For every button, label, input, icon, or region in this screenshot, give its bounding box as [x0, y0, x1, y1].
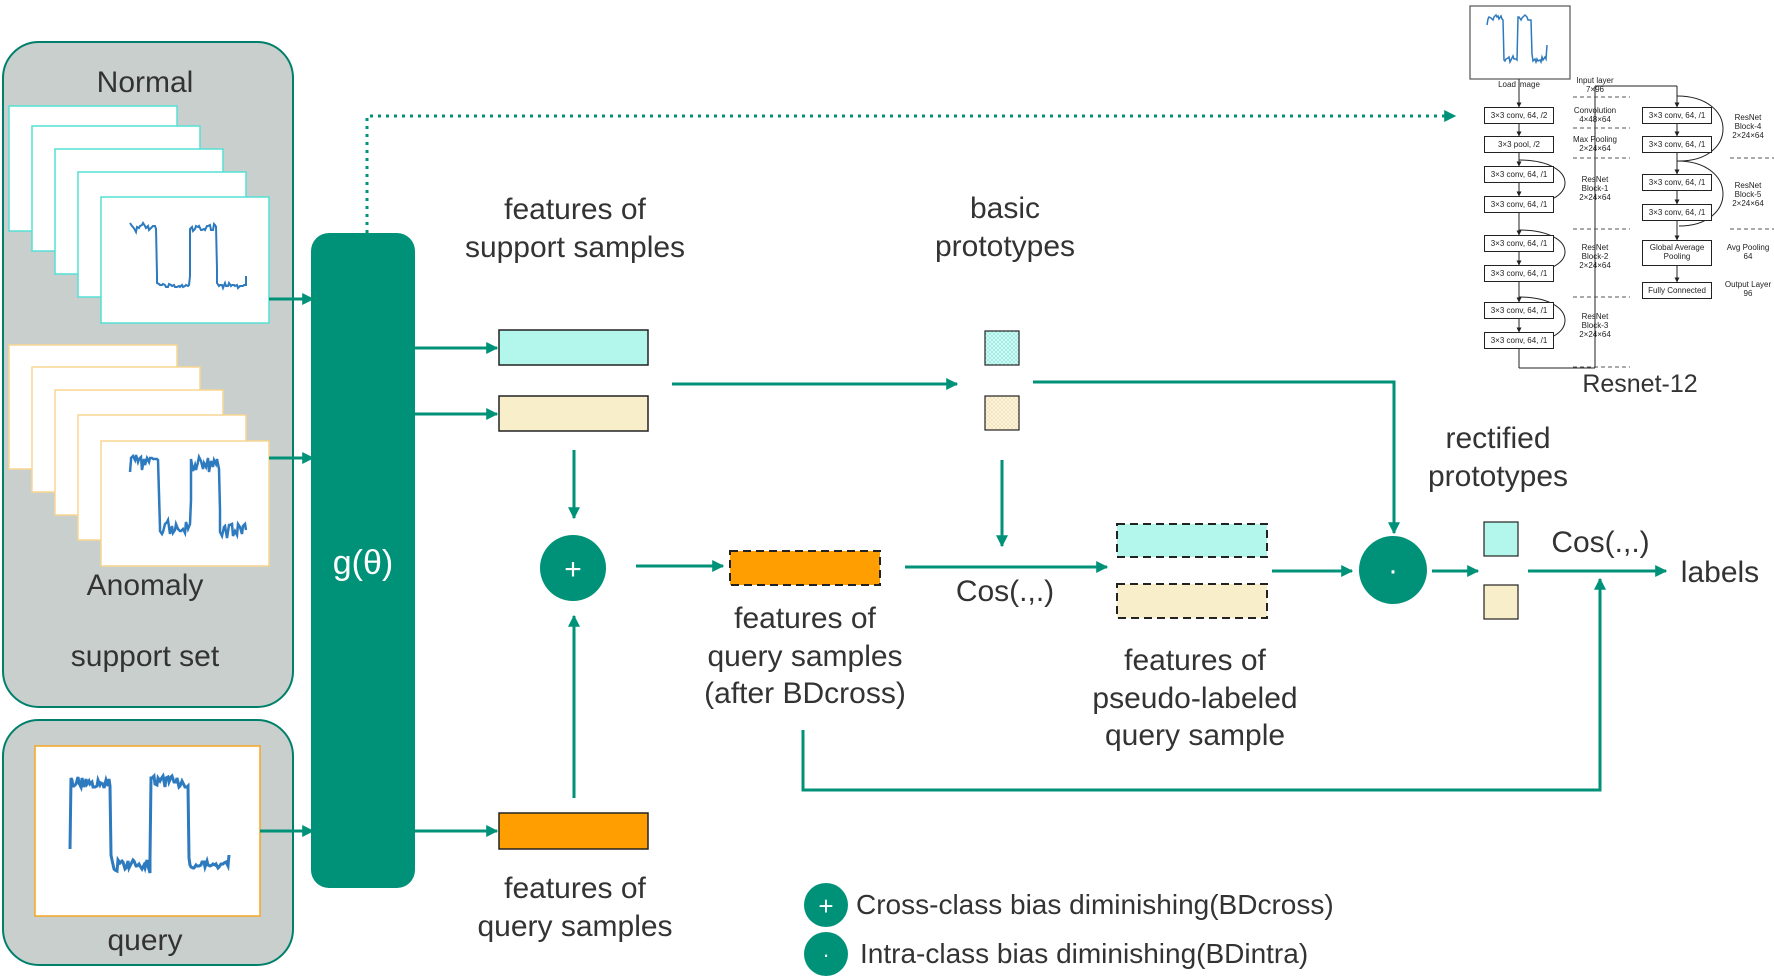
resnet-input-signal — [1486, 13, 1548, 65]
basic-prototype-normal — [984, 330, 1020, 366]
legend-dot-icon — [804, 932, 848, 976]
legend-bdintra-text: Intra-class bias diminishing(BDintra) — [860, 938, 1309, 969]
features-query-line2: query samples — [477, 909, 673, 943]
features-query-after-line2: query samples — [707, 639, 903, 673]
basic-prototypes-line1: basic — [969, 192, 1041, 225]
query-label: query — [107, 924, 183, 957]
features-query-after-line1: features of — [734, 602, 876, 635]
resnet-left-box-4: 3×3 conv, 64, /1 — [1484, 196, 1554, 213]
feature-query — [498, 812, 649, 850]
normal-signal — [129, 221, 247, 291]
resnet-input-image — [1469, 5, 1571, 80]
legend-plus-symbol: + — [818, 891, 833, 921]
features-support-title: features of support samples — [430, 191, 720, 266]
rectified-prototypes-line2: prototypes — [1427, 459, 1569, 493]
resnet-right-box-1: 3×3 conv, 64, /1 — [1642, 107, 1712, 124]
cos-label-2: Cos(.,.) — [1551, 526, 1650, 559]
plus-operator-symbol: + — [564, 553, 582, 586]
resnet-left-box-3: 3×3 conv, 64, /1 — [1484, 166, 1554, 183]
support-set-title: support set — [70, 640, 220, 673]
rectified-prototypes-line1: rectified — [1445, 422, 1551, 455]
features-query-title: features of query samples — [440, 870, 710, 945]
feature-query-after-bdcross — [729, 550, 881, 586]
features-pseudo-line3: query sample — [1104, 719, 1286, 752]
resnet-left-box-6: 3×3 conv, 64, /1 — [1484, 265, 1554, 282]
features-pseudo-line1: features of — [1124, 644, 1266, 677]
legend-bdcross-text: Cross-class bias diminishing(BDcross) — [856, 889, 1334, 920]
cos-label-1: Cos(.,.) — [955, 575, 1055, 608]
features-support-line1: features of — [504, 193, 646, 226]
normal-label: Normal — [96, 66, 194, 99]
resnet-right-box-5: Global Average Pooling — [1642, 240, 1712, 266]
resnet-load-image: Load image — [1498, 80, 1540, 89]
features-query-after-title: features of query samples (after BDcross… — [655, 600, 955, 713]
encoder-block — [311, 233, 415, 888]
arrow-prototypes-to-dot — [1033, 380, 1400, 535]
resnet-title: Resnet-12 — [1582, 370, 1698, 398]
features-query-line1: features of — [504, 872, 646, 905]
resnet-right-box-6: Fully Connected — [1642, 282, 1712, 299]
labels-output: labels — [1680, 556, 1760, 589]
resnet-left-box-2: 3×3 pool, /2 — [1484, 136, 1554, 153]
features-query-after-line3: (after BDcross) — [704, 677, 906, 710]
rectified-prototypes-title: rectified prototypes — [1388, 420, 1608, 495]
feature-pseudo-anomaly — [1116, 583, 1268, 619]
basic-prototypes-title: basic prototypes — [880, 190, 1130, 265]
rectified-prototype-normal — [1483, 521, 1519, 557]
rectified-prototype-anomaly — [1483, 584, 1519, 620]
feature-support-anomaly — [498, 395, 649, 432]
resnet-right-box-3: 3×3 conv, 64, /1 — [1642, 174, 1712, 191]
dot-operator — [1359, 536, 1427, 604]
resnet-left-box-5: 3×3 conv, 64, /1 — [1484, 235, 1554, 252]
legend-dot-symbol: · — [822, 942, 829, 967]
resnet-left-box-1: 3×3 conv, 64, /2 — [1484, 107, 1554, 124]
features-pseudo-title: features of pseudo-labeled query sample — [1055, 642, 1335, 755]
anomaly-label: Anomaly — [86, 569, 204, 602]
features-pseudo-line2: pseudo-labeled — [1092, 681, 1298, 715]
legend-plus-icon — [804, 883, 848, 927]
feature-pseudo-normal — [1116, 523, 1268, 558]
resnet-left-box-7: 3×3 conv, 64, /1 — [1484, 302, 1554, 319]
resnet-right-box-4: 3×3 conv, 64, /1 — [1642, 204, 1712, 221]
anomaly-signal — [128, 453, 248, 540]
features-support-line2: support samples — [464, 230, 686, 264]
query-sample-image — [34, 745, 261, 917]
feedback-line-query-to-cos — [801, 577, 1606, 792]
dot-operator-symbol: · — [1388, 554, 1398, 587]
resnet-right-box-2: 3×3 conv, 64, /1 — [1642, 136, 1712, 153]
basic-prototype-anomaly — [984, 395, 1020, 431]
resnet-left-box-8: 3×3 conv, 64, /1 — [1484, 332, 1554, 349]
query-signal — [68, 772, 231, 874]
dotted-arrow-encoder-to-resnet — [365, 110, 1457, 233]
plus-operator — [540, 535, 606, 601]
encoder-label: g(θ) — [332, 544, 394, 582]
feature-support-normal — [498, 329, 649, 366]
basic-prototypes-line2: prototypes — [934, 229, 1076, 263]
anomaly-sample-stack — [8, 344, 270, 567]
resnet-dashed-separators — [1573, 96, 1774, 368]
